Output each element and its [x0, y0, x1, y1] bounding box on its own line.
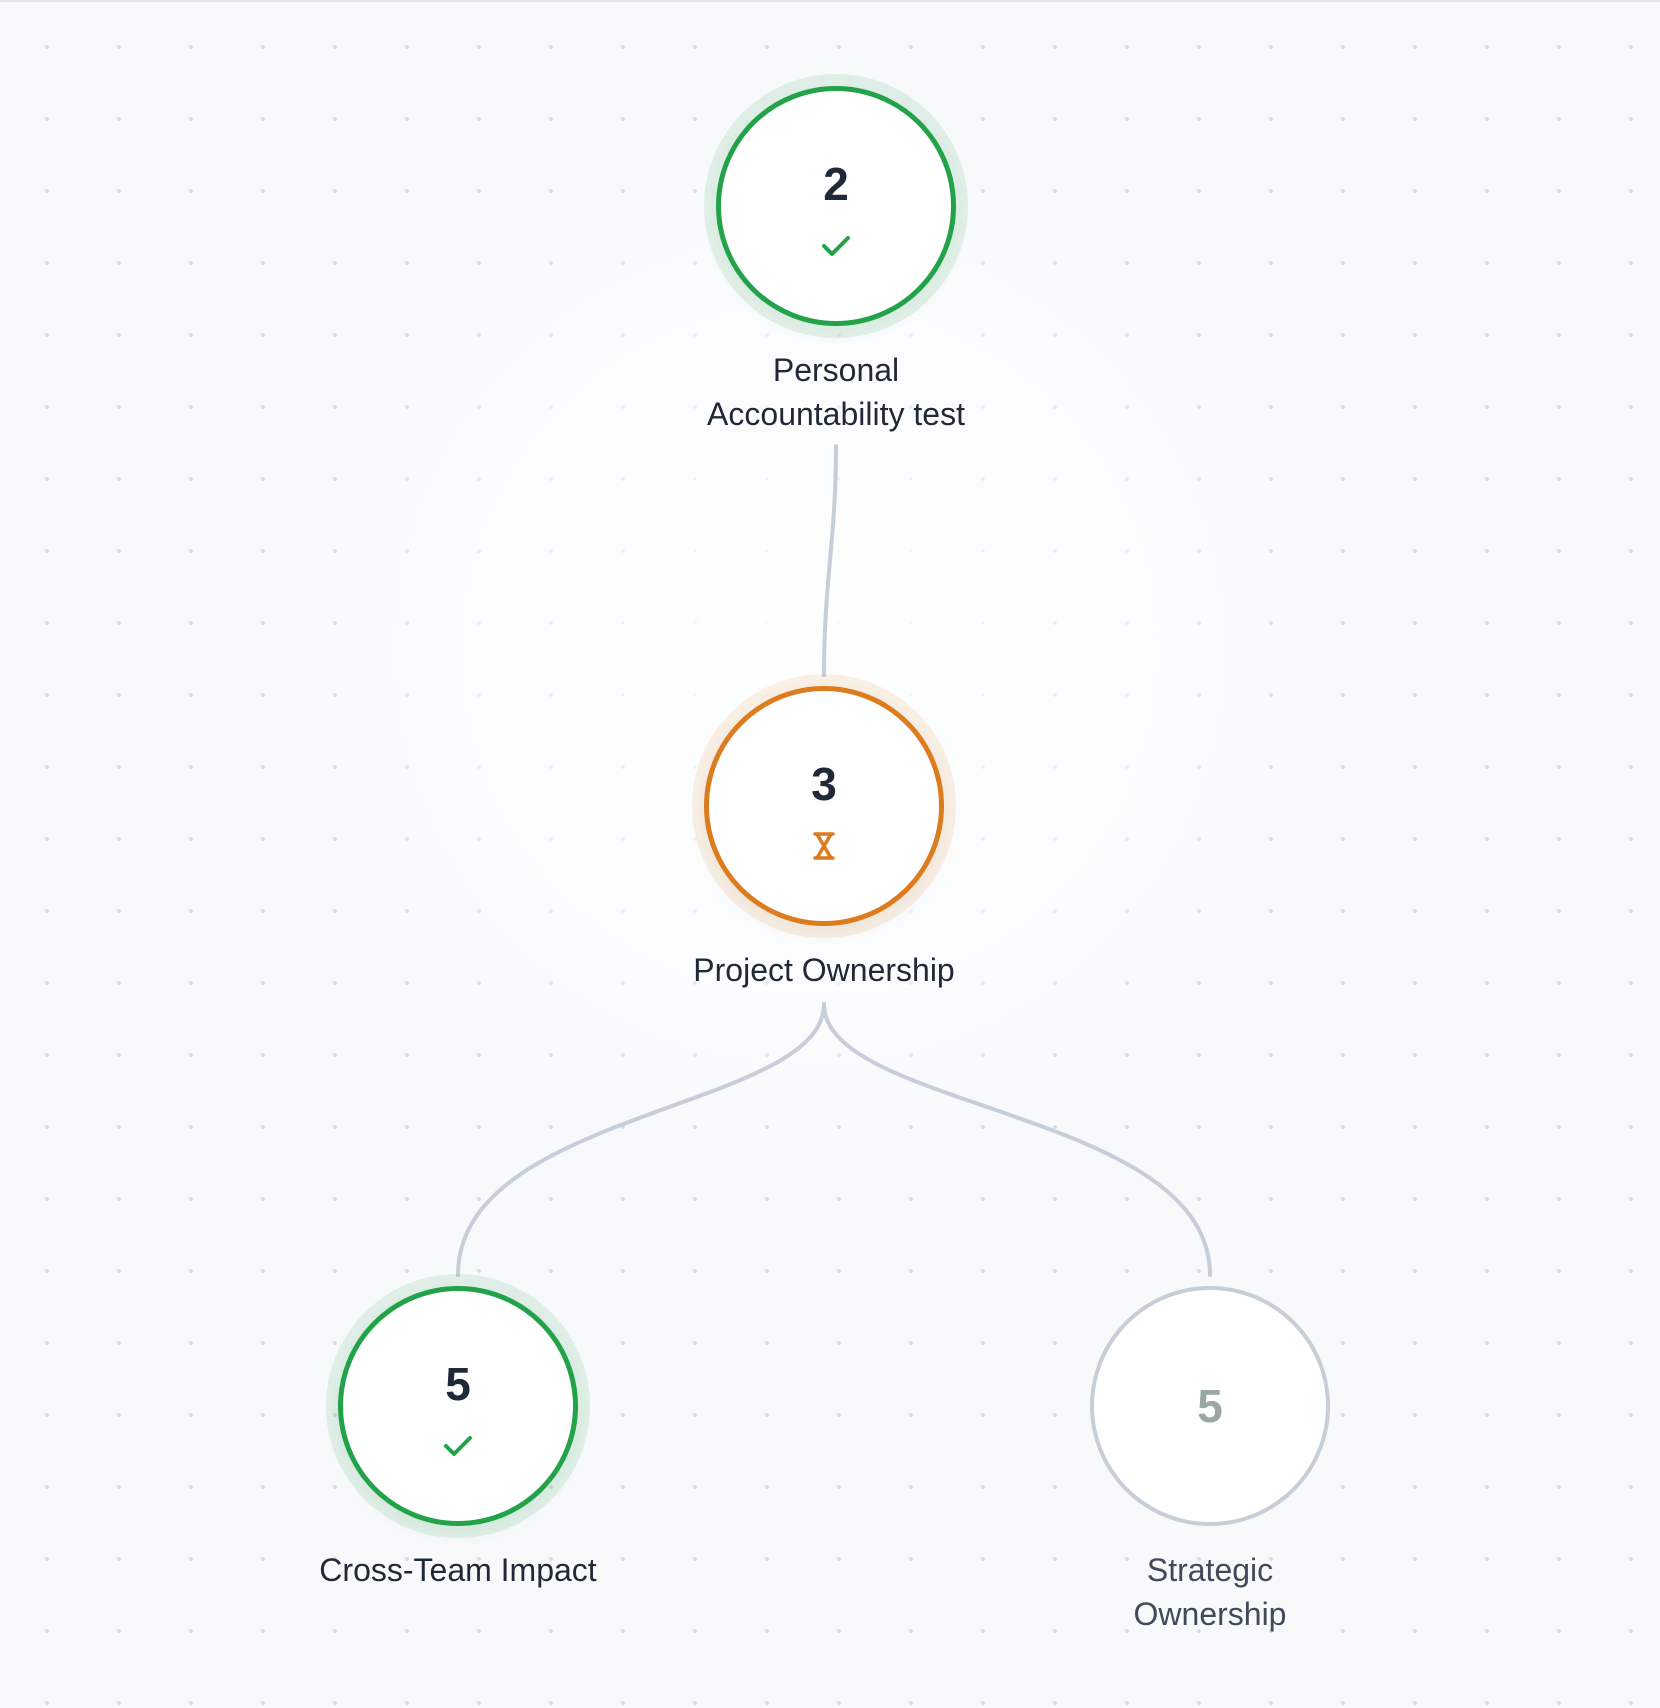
top-border — [0, 0, 1660, 2]
check-icon — [444, 1436, 472, 1456]
node-number: 5 — [445, 1358, 471, 1410]
edge-project-to-crossteam — [456, 1002, 826, 1277]
node-label-strategic-ownership: Strategic Ownership — [1000, 1548, 1420, 1636]
node-label-cross-team-impact: Cross-Team Impact — [248, 1548, 668, 1592]
node-strategic-ownership[interactable]: 5 — [1090, 1286, 1330, 1526]
check-icon — [822, 236, 850, 256]
node-cross-team-impact[interactable]: 5 — [338, 1286, 578, 1526]
node-number: 3 — [811, 758, 837, 810]
node-label-line: Ownership — [1133, 1596, 1287, 1632]
node-label-line: Personal — [772, 352, 900, 388]
node-label-line: Accountability test — [707, 396, 965, 432]
node-label-line: Cross-Team Impact — [319, 1552, 597, 1588]
node-label-personal-accountability: Personal Accountability test — [626, 348, 1046, 436]
edge-personal-to-project — [822, 444, 838, 677]
edge-project-to-strategic — [822, 1002, 1212, 1277]
node-project-ownership[interactable]: 3 — [704, 686, 944, 926]
node-label-project-ownership: Project Ownership — [614, 948, 1034, 992]
node-label-line: Strategic — [1146, 1552, 1274, 1588]
node-label-line: Project Ownership — [693, 952, 955, 988]
node-personal-accountability[interactable]: 2 — [716, 86, 956, 326]
hourglass-icon — [813, 832, 835, 860]
node-number: 5 — [1197, 1380, 1223, 1432]
node-number: 2 — [823, 158, 849, 210]
